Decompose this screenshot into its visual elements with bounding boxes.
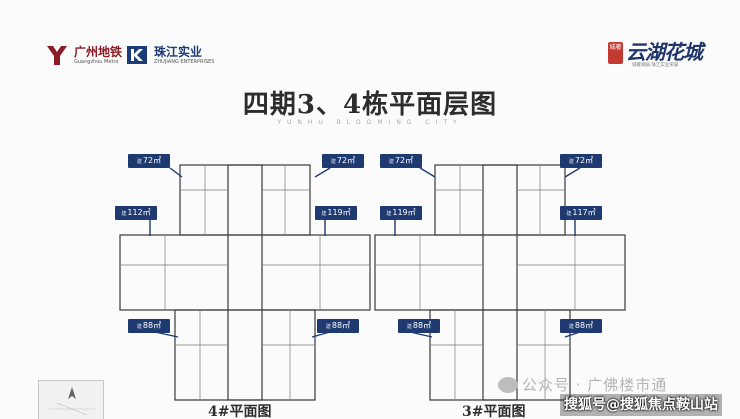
- logo-left-cn: 广州地铁: [74, 44, 123, 59]
- unit-tag-b4-nw: 建72㎡: [128, 154, 170, 168]
- b3-upper-block: [434, 164, 566, 236]
- brand-slogan: 城奢湖居·珠江实业荣誉: [632, 63, 679, 68]
- unit-tag-b3-w: 建119㎡: [380, 206, 422, 220]
- caption-building-4: 4#平面图: [208, 404, 272, 419]
- page-subtitle: YUNHU BLOOMING CITY: [277, 119, 463, 126]
- brand-seal: 城奢: [608, 42, 623, 64]
- north-arrow-icon: [49, 387, 95, 416]
- logo-right-cn: 珠江实业: [154, 44, 203, 59]
- unit-tag-b3-nw: 建72㎡: [380, 154, 422, 168]
- logo-left-en: Guangzhou Metro: [74, 58, 119, 65]
- wechat-watermark-text: 公众号 · 广佛楼市通: [522, 376, 668, 394]
- unit-tag-b4-e: 建119㎡: [315, 206, 357, 220]
- sohu-watermark: 搜狐号@搜狐焦点鞍山站: [560, 394, 722, 416]
- unit-tag-b3-e: 建117㎡: [560, 206, 602, 220]
- metro-y-icon: [47, 46, 67, 65]
- unit-tag-b3-sw: 建88㎡: [398, 319, 440, 333]
- b4-lower-block: [174, 309, 316, 401]
- unit-tag-b3-se: 建88㎡: [560, 319, 602, 333]
- b4-upper-block: [179, 164, 311, 236]
- caption-building-3: 3#平面图: [462, 404, 526, 419]
- unit-tag-b3-ne: 建72㎡: [560, 154, 602, 168]
- b4-middle-block: [119, 234, 371, 311]
- wechat-icon: [498, 376, 518, 393]
- b3-middle-block: [374, 234, 626, 311]
- unit-tag-b4-se: 建88㎡: [317, 319, 359, 333]
- zhujiang-k-icon: [127, 46, 147, 64]
- brand-name: 云湖花城: [626, 40, 703, 64]
- logo-right-en: ZHUJIANG ENTERPRISES: [154, 58, 215, 65]
- unit-tag-b4-w: 建112㎡: [115, 206, 157, 220]
- zhujiang-logo: 珠江实业 ZHUJIANG ENTERPRISES: [125, 44, 214, 66]
- guangzhou-metro-logo: 广州地铁 Guangzhou Metro: [45, 44, 122, 66]
- unit-tag-b4-ne: 建72㎡: [322, 154, 364, 168]
- b4-core: [227, 164, 263, 401]
- wechat-watermark: 公众号 · 广佛楼市通: [498, 374, 667, 395]
- unit-tag-b4-sw: 建88㎡: [128, 319, 170, 333]
- b3-core: [482, 164, 518, 401]
- page-title: 四期3、4栋平面层图: [242, 90, 498, 120]
- compass-inset: [38, 380, 104, 419]
- yunhu-brand-logo: 城奢 云湖花城 城奢湖居·珠江实业荣誉: [608, 34, 708, 74]
